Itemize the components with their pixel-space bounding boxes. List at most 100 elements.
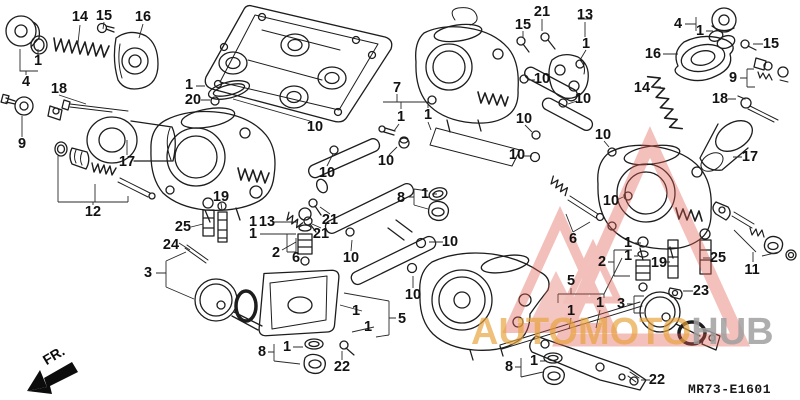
choke-cable-18-right xyxy=(737,95,779,123)
carburetor-body-1 xyxy=(415,7,521,167)
callout-10: 10 xyxy=(342,249,360,266)
float-right xyxy=(639,291,721,351)
callout-10: 10 xyxy=(404,286,422,303)
callout-9: 9 xyxy=(728,69,738,86)
callout-6: 6 xyxy=(568,230,578,247)
callout-21: 21 xyxy=(312,225,330,242)
choke-knob-left xyxy=(0,93,34,116)
callout-19: 19 xyxy=(212,188,230,205)
callout-8: 8 xyxy=(504,358,514,375)
callout-22: 22 xyxy=(333,358,351,375)
callout-10: 10 xyxy=(377,152,395,169)
callout-20: 20 xyxy=(184,91,202,108)
callout-1: 1 xyxy=(363,318,373,335)
air-cut-valve-11 xyxy=(712,201,797,261)
top-cap-assembly-right xyxy=(708,7,737,50)
callout-4: 4 xyxy=(21,73,31,90)
callout-5: 5 xyxy=(397,310,407,327)
callout-2: 2 xyxy=(271,244,281,261)
diagram-code: MR73-E1601 xyxy=(688,382,772,397)
fuel-joint-pipes xyxy=(307,66,633,286)
callout-8: 8 xyxy=(396,189,406,206)
screw-15-left xyxy=(96,22,115,34)
callout-17: 17 xyxy=(741,148,759,165)
callout-1: 1 xyxy=(282,338,292,355)
callout-1: 1 xyxy=(248,225,258,242)
drain-parts-bottom-center xyxy=(542,352,565,386)
jet-set-right xyxy=(635,228,712,300)
callout-5: 5 xyxy=(566,272,576,289)
callout-1: 1 xyxy=(623,234,633,251)
callout-15: 15 xyxy=(95,7,113,24)
callout-16: 16 xyxy=(644,45,662,62)
callout-1: 1 xyxy=(529,352,539,369)
callout-16: 16 xyxy=(134,8,152,25)
top-cap-assembly-left xyxy=(5,15,48,55)
callout-1: 1 xyxy=(248,213,258,230)
air-chamber-cover xyxy=(204,4,393,123)
callout-6: 6 xyxy=(291,249,301,266)
spring-14-left xyxy=(53,37,110,58)
callout-10: 10 xyxy=(318,164,336,181)
fuel-joint-top xyxy=(427,187,450,222)
leader-lines xyxy=(19,17,780,381)
callout-21: 21 xyxy=(533,3,551,20)
cover-gasket-and-oring xyxy=(207,80,251,106)
carburetor-body-2 xyxy=(150,107,276,223)
callout-18: 18 xyxy=(50,80,68,97)
piston-17-left xyxy=(86,116,176,164)
starter-valve-6-right xyxy=(550,175,605,222)
callout-1: 1 xyxy=(695,22,705,39)
float-left xyxy=(194,278,263,331)
callout-10: 10 xyxy=(602,192,620,209)
choke-nut-cable-left xyxy=(47,99,129,121)
callout-24: 24 xyxy=(162,236,180,253)
callout-1: 1 xyxy=(396,108,406,125)
callout-10: 10 xyxy=(306,118,324,135)
callout-22: 22 xyxy=(648,371,666,388)
boot-16-right xyxy=(674,35,734,82)
callout-1: 1 xyxy=(566,302,576,319)
callout-10: 10 xyxy=(508,146,526,163)
callout-19: 19 xyxy=(650,254,668,271)
callout-9: 9 xyxy=(17,135,27,152)
callout-1: 1 xyxy=(581,35,591,52)
callout-25: 25 xyxy=(174,218,192,235)
piston-17-right xyxy=(699,120,753,172)
callout-3: 3 xyxy=(143,264,153,281)
callout-8: 8 xyxy=(257,343,267,360)
callout-12: 12 xyxy=(84,203,102,220)
choke-valve-9-right xyxy=(753,57,789,83)
callout-21: 21 xyxy=(321,211,339,228)
callout-10: 10 xyxy=(574,90,592,107)
needle-set-12 xyxy=(54,141,156,200)
callout-1: 1 xyxy=(184,76,194,93)
callout-17: 17 xyxy=(118,153,136,170)
spring-14-right xyxy=(646,75,684,130)
callout-10: 10 xyxy=(594,126,612,143)
callout-13: 13 xyxy=(576,6,594,23)
screw-15-right xyxy=(740,39,757,51)
fr-arrow-icon xyxy=(27,362,78,394)
callout-7: 7 xyxy=(392,79,402,96)
callout-10: 10 xyxy=(533,70,551,87)
callout-14: 14 xyxy=(633,79,651,96)
callout-1: 1 xyxy=(33,52,43,69)
callout-4: 4 xyxy=(673,15,683,32)
callout-18: 18 xyxy=(711,90,729,107)
callout-23: 23 xyxy=(692,282,710,299)
callout-1: 1 xyxy=(595,294,605,311)
callout-2: 2 xyxy=(597,253,607,270)
callout-1: 1 xyxy=(351,302,361,319)
callout-15: 15 xyxy=(514,16,532,33)
callout-13: 13 xyxy=(258,213,276,230)
callout-3: 3 xyxy=(616,295,626,312)
boot-16-left xyxy=(113,31,159,90)
carburetor-body-3 xyxy=(419,252,550,361)
jet-set-left xyxy=(184,197,322,266)
air-vent-parts-7 xyxy=(378,125,409,144)
watermark-logo-triangles xyxy=(502,126,751,347)
